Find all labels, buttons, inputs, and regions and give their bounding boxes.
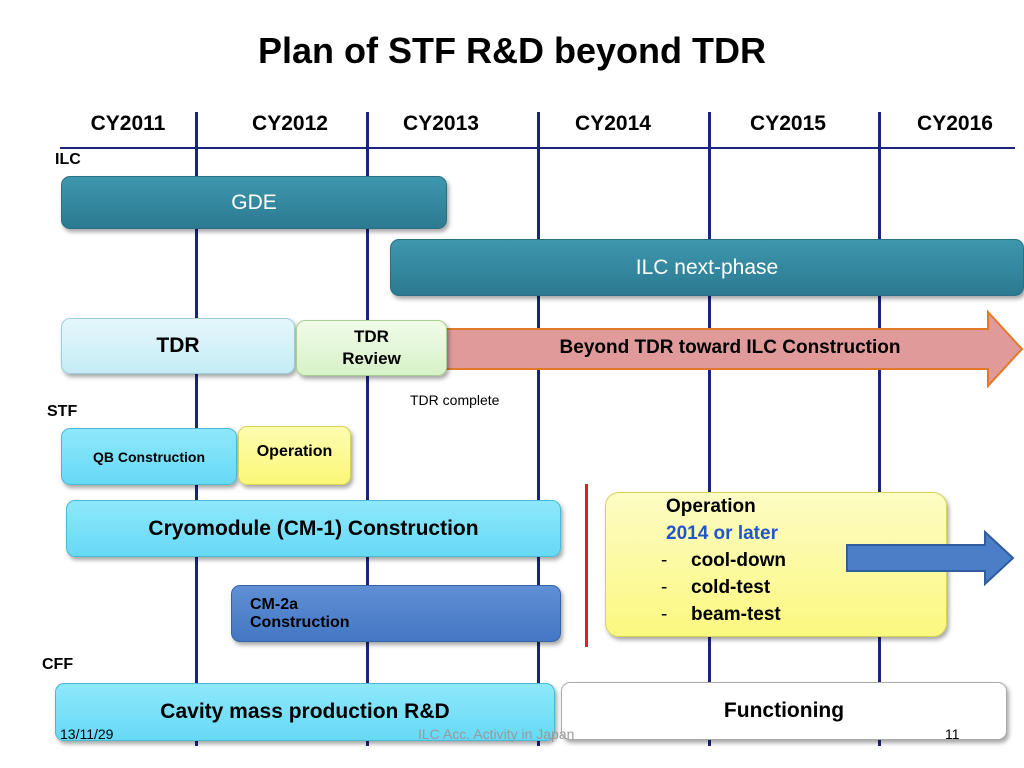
year-divider	[708, 112, 711, 746]
footer-center: ILC Acc. Activity in Japan	[418, 726, 575, 742]
year-divider	[537, 112, 540, 746]
year-cy2016: CY2016	[917, 112, 993, 135]
tdr-bar: TDR	[61, 318, 295, 374]
year-divider	[878, 112, 881, 746]
operation-subheading: 2014 or later	[666, 523, 778, 544]
cm1-construction-bar: Cryomodule (CM-1) Construction	[66, 500, 561, 557]
ilc-next-phase-bar: ILC next-phase	[390, 239, 1024, 296]
year-cy2012: CY2012	[252, 112, 328, 135]
year-cy2013: CY2013	[403, 112, 479, 135]
qb-construction-bar: QB Construction	[61, 428, 237, 485]
year-divider	[366, 112, 369, 746]
operation-item: cold-test	[691, 577, 771, 598]
cavity-production-bar: Cavity mass production R&D	[55, 683, 555, 741]
cm2a-construction-bar: CM-2a Construction	[231, 585, 561, 642]
gde-bar: GDE	[61, 176, 447, 229]
footer-date: 13/11/29	[60, 726, 114, 742]
functioning-bar: Functioning	[561, 682, 1007, 740]
tdr-complete-label: TDR complete	[410, 392, 500, 408]
current-date-marker	[585, 484, 588, 647]
tdr-review-bar: TDR Review	[296, 320, 447, 376]
operation-item: cool-down	[691, 550, 786, 571]
section-label-stf: STF	[47, 403, 78, 420]
operation-item: beam-test	[691, 604, 781, 625]
year-cy2011: CY2011	[90, 112, 166, 135]
year-cy2015: CY2015	[750, 112, 826, 135]
bullet-dash: -	[661, 550, 668, 571]
year-cy2014: CY2014	[575, 112, 651, 135]
beyond-tdr-arrow	[440, 310, 1024, 388]
qb-operation-bar: Operation	[238, 426, 351, 485]
page-title: Plan of STF R&D beyond TDR	[258, 30, 766, 71]
bullet-dash: -	[661, 604, 668, 625]
continuation-arrow	[846, 530, 1015, 586]
beyond-tdr-label: Beyond TDR toward ILC Construction	[559, 337, 901, 358]
bullet-dash: -	[661, 577, 668, 598]
section-label-ilc: ILC	[55, 151, 81, 168]
slide-number: 11	[945, 726, 960, 742]
section-label-cff: CFF	[42, 656, 74, 673]
operation-heading: Operation	[666, 496, 756, 517]
